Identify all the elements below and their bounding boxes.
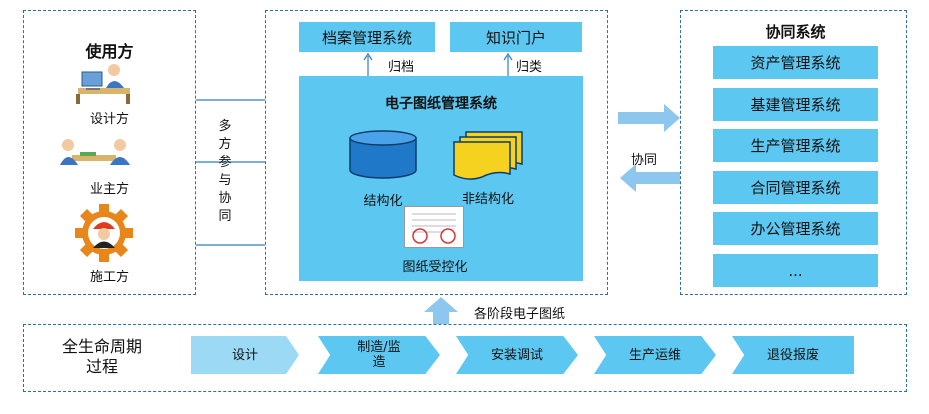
owner-label: 业主方 bbox=[89, 182, 129, 197]
archive-label: 归档 bbox=[388, 60, 415, 75]
users-title: 使用方 bbox=[85, 42, 134, 61]
designer-icon bbox=[76, 64, 130, 104]
collab-title: 协同系统 bbox=[765, 23, 826, 41]
infrastructure-system-box: 基建管理系统 bbox=[713, 88, 878, 121]
contract-system-box: 合同管理系统 bbox=[713, 171, 878, 204]
step-operation: 生产运维 bbox=[594, 336, 716, 374]
step-manufacture: 制造/监造 bbox=[318, 336, 440, 374]
step-design: 设计 bbox=[191, 336, 299, 374]
step-install: 安装调试 bbox=[456, 336, 578, 374]
lifecycle-title: 全生命周期 过程 bbox=[61, 337, 142, 376]
classify-label: 归类 bbox=[516, 60, 543, 75]
designer-label: 设计方 bbox=[89, 112, 129, 127]
documents-icon bbox=[453, 131, 523, 180]
archive-system-box: 档案管理系统 bbox=[299, 22, 435, 52]
structured-label: 结构化 bbox=[363, 194, 403, 209]
more-systems-box: ... bbox=[713, 254, 878, 287]
production-system-box: 生产管理系统 bbox=[713, 129, 878, 162]
controlled-document-icon bbox=[404, 206, 464, 248]
unstructured-label: 非结构化 bbox=[461, 192, 514, 207]
up-arrows bbox=[363, 52, 513, 76]
stages-up-arrow bbox=[424, 297, 458, 326]
main-system-title: 电子图纸管理系统 bbox=[385, 96, 497, 112]
step-retire: 退役报废 bbox=[732, 336, 854, 374]
knowledge-portal-box: 知识门户 bbox=[450, 22, 582, 52]
builder-label: 施工方 bbox=[89, 270, 129, 285]
collab-arrows bbox=[618, 104, 682, 192]
owner-icon bbox=[60, 139, 130, 165]
controlled-label: 图纸受控化 bbox=[402, 260, 468, 275]
collab-arrow-label: 协同 bbox=[630, 153, 657, 168]
stages-label: 各阶段电子图纸 bbox=[474, 307, 566, 322]
participate-text: 多 方 参 与 协 同 bbox=[218, 119, 232, 224]
office-system-box: 办公管理系统 bbox=[713, 212, 878, 245]
builder-gear-icon bbox=[75, 204, 133, 262]
database-icon bbox=[349, 130, 417, 179]
asset-system-box: 资产管理系统 bbox=[713, 46, 878, 79]
